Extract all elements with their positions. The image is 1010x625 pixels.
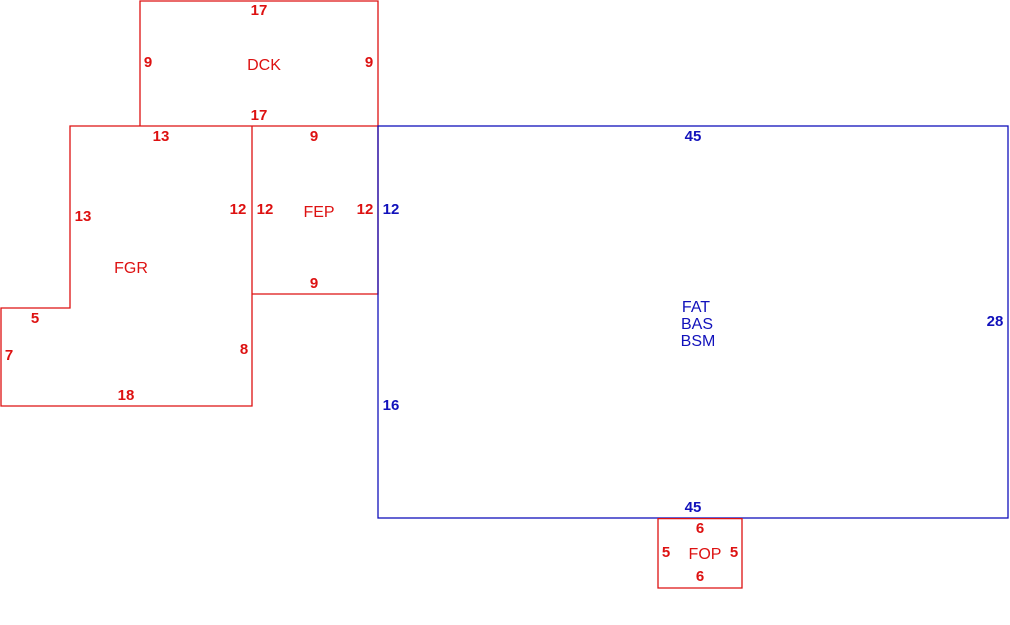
fop-bottom-dimension: 6: [696, 568, 704, 585]
main-left-lower-dimension: 16: [383, 397, 400, 414]
fgr-code-label: FGR: [114, 260, 148, 277]
dck-bottom-dimension: 17: [251, 107, 268, 124]
fgr-outline: [0, 125, 253, 407]
fgr-area: 13 13 12 FGR 5 8 7 18: [0, 125, 253, 407]
fop-left-dimension: 5: [662, 544, 670, 561]
fop-area: 6 5 FOP 5 6: [657, 517, 743, 589]
main-right-dimension: 28: [987, 313, 1004, 330]
dck-left-dimension: 9: [144, 54, 152, 71]
dck-outline: [139, 0, 379, 126]
main-structure-area: 45 12 FAT BAS BSM 28 16 45: [377, 125, 1009, 519]
fep-bottom-dimension: 9: [310, 275, 318, 292]
main-code-bas: BAS: [681, 316, 713, 333]
dck-code-label: DCK: [247, 57, 281, 74]
fep-left-dimension: 12: [257, 201, 274, 218]
dck-area: 17 9 9 DCK 17: [139, 0, 379, 126]
fgr-bottom-dimension: 18: [118, 387, 135, 404]
fep-top-dimension: 9: [310, 128, 318, 145]
fop-outline: [657, 518, 743, 589]
fop-code-label: FOP: [689, 546, 722, 563]
fop-right-dimension: 5: [730, 544, 738, 561]
main-left-upper-dimension: 12: [383, 201, 400, 218]
fep-code-label: FEP: [303, 204, 334, 221]
main-code-bsm: BSM: [681, 333, 716, 350]
fgr-left-dimension: 13: [75, 208, 92, 225]
fep-area: 9 12 FEP 12 9: [252, 125, 379, 295]
fgr-right-upper-dimension: 12: [230, 201, 247, 218]
main-top-dimension: 45: [685, 128, 702, 145]
dck-top-dimension: 17: [251, 2, 268, 19]
main-code-fat: FAT: [682, 299, 710, 316]
fop-top-dimension: 6: [696, 520, 704, 537]
main-bottom-dimension: 45: [685, 499, 702, 516]
dck-right-dimension: 9: [365, 54, 373, 71]
fep-right-dimension: 12: [357, 201, 374, 218]
fgr-top-dimension: 13: [153, 128, 170, 145]
fgr-step-dimension: 5: [31, 310, 39, 327]
fgr-left-lower-dimension: 7: [5, 347, 13, 364]
fgr-right-lower-dimension: 8: [240, 341, 248, 358]
